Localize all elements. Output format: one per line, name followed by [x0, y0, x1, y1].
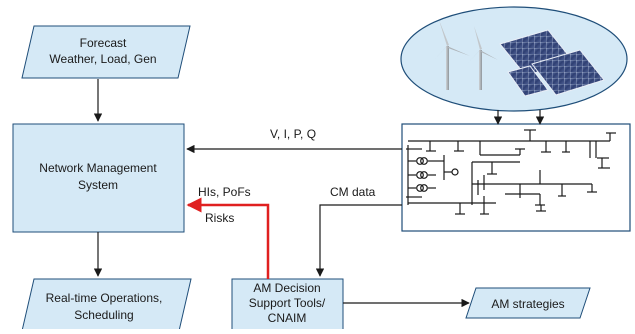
- nms-title-line1: Network Management: [39, 161, 157, 175]
- realtime-title-line2: Scheduling: [74, 308, 133, 322]
- measurements-label: V, I, P, Q: [270, 127, 316, 141]
- forecast-box: Forecast Weather, Load, Gen: [21, 25, 191, 79]
- single-line-diagram: [406, 129, 616, 215]
- solar-panel-icon: [499, 29, 605, 97]
- realtime-title-line1: Real-time Operations,: [46, 291, 163, 305]
- risks-arrow: [186, 197, 270, 279]
- wind-turbine-icon-2: [468, 26, 498, 90]
- grid-network-box: [401, 123, 631, 232]
- forecast-title: Forecast: [80, 36, 127, 50]
- nms-box: Network Management System: [12, 123, 185, 233]
- am-decision-line1: AM Decision: [253, 281, 320, 295]
- am-strategies-label: AM strategies: [491, 297, 564, 311]
- risks-label: Risks: [205, 211, 234, 225]
- nms-title-line2: System: [78, 178, 118, 192]
- am-decision-line3: CNAIM: [268, 311, 307, 325]
- renewables-ellipse: [400, 6, 628, 112]
- cm-data-label: CM data: [330, 185, 376, 199]
- am-strategies-box: AM strategies: [465, 287, 591, 319]
- wind-turbine-icon: [434, 20, 470, 90]
- realtime-box: Real-time Operations, Scheduling: [21, 278, 192, 332]
- forecast-subtitle: Weather, Load, Gen: [49, 52, 156, 66]
- cm-data-arrow: [315, 204, 402, 277]
- his-pofs-label: HIs, PoFs: [198, 185, 251, 199]
- am-decision-box: AM Decision Support Tools/ CNAIM: [231, 278, 344, 332]
- am-decision-line2: Support Tools/: [249, 296, 326, 310]
